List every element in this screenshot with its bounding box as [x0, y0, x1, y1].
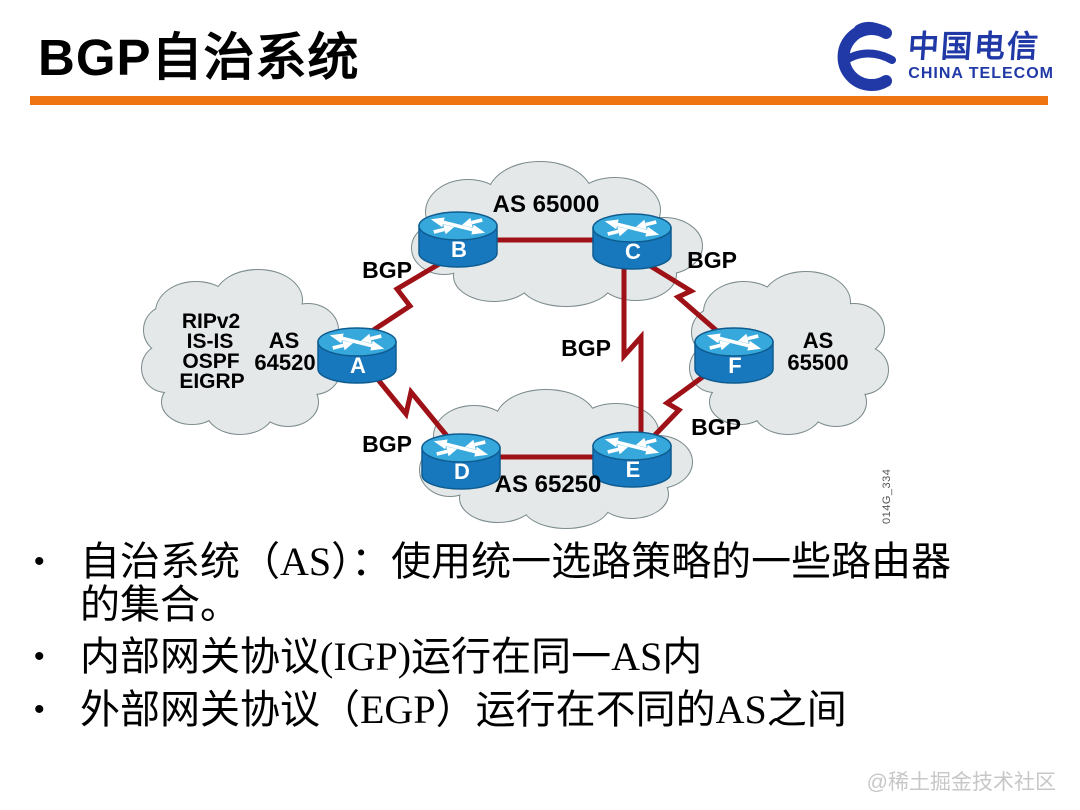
bullet-text-egp: 外部网关协议（EGP）运行在不同的AS之间 [80, 686, 847, 732]
bullet-text-as-definition: 自治系统（AS）：使用统一选路策略的一些路由器的集合。 [80, 539, 952, 628]
china-telecom-logo: 中国电信 CHINA TELECOM [826, 18, 1054, 94]
bgp-label-ad: BGP [362, 431, 412, 457]
router-c-label: C [625, 239, 641, 264]
bullet-item-as-definition: • 自治系统（AS）：使用统一选路策略的一些路由器的集合。 [34, 539, 1048, 628]
as65500-label-line2: 65500 [787, 350, 848, 375]
watermark: @稀土掘金技术社区 [866, 771, 1056, 794]
link-c-f-bolt [637, 256, 719, 333]
network-diagram: A B C D E F AS 65000 AS 65250 AS 64520 A… [141, 161, 893, 529]
link-a-b-bolt [370, 254, 453, 334]
figure-id: 014G_334 [881, 469, 893, 524]
logo-en-name: CHINA TELECOM [908, 64, 1054, 82]
bgp-label-ce: BGP [561, 335, 611, 361]
title-underline [30, 96, 1048, 105]
as64520-label-line2: 64520 [254, 350, 315, 375]
igp-ripv2-label: RIPv2 [182, 310, 240, 333]
bullet-item-igp: • 内部网关协议(IGP)运行在同一AS内 [34, 635, 1048, 679]
as64520-label-line1: AS [269, 328, 300, 353]
bullet-text-igp: 内部网关协议(IGP)运行在同一AS内 [80, 634, 703, 680]
router-b-label: B [451, 237, 467, 262]
bullet-dot: • [34, 692, 45, 726]
bullet-list: • 自治系统（AS）：使用统一选路策略的一些路由器的集合。 • 内部网关协议(I… [34, 540, 1048, 740]
as65250-label: AS 65250 [495, 471, 602, 498]
page-title: BGP自治系统 [38, 29, 360, 86]
bullet-dot: • [34, 545, 45, 578]
igp-ospf-label: OSPF [182, 350, 239, 373]
bullet-dot: • [34, 640, 45, 674]
bgp-label-ab: BGP [362, 257, 412, 283]
router-d-label: D [454, 459, 470, 484]
as65500-label-line1: AS [803, 328, 834, 353]
bgp-label-cf: BGP [687, 247, 737, 273]
bullet-item-egp: • 外部网关协议（EGP）运行在不同的AS之间 [34, 688, 1048, 732]
as65000-label: AS 65000 [493, 191, 600, 218]
router-e-label: E [626, 457, 641, 482]
link-c-e-bolt [621, 246, 644, 444]
router-a-label: A [350, 353, 366, 378]
bgp-label-ef: BGP [691, 414, 741, 440]
router-f-label: F [728, 353, 741, 378]
china-telecom-logo-icon [837, 21, 897, 91]
igp-isis-label: IS-IS [187, 330, 234, 353]
link-e-f-bolt [651, 373, 706, 439]
link-a-d-bolt [369, 369, 449, 438]
logo-cn-name: 中国电信 [907, 28, 1042, 64]
igp-eigrp-label: EIGRP [179, 370, 244, 393]
